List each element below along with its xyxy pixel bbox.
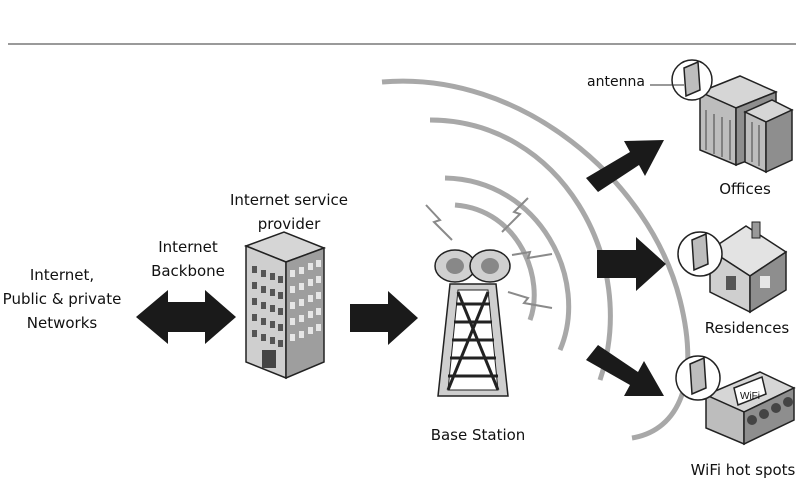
backbone-label-line2: Backbone	[151, 262, 225, 280]
wifi-hotspots-label: WiFi hot spots	[690, 461, 796, 479]
backbone-label-line1: Internet	[158, 238, 218, 256]
signal-bolts	[425, 197, 553, 309]
offices-building-icon	[650, 59, 794, 174]
internet-label-line1: Internet,	[29, 266, 95, 284]
isp-building-icon	[243, 231, 327, 380]
base-station-label: Base Station	[430, 426, 526, 444]
residence-house-icon	[677, 221, 788, 314]
residences-label: Residences	[704, 319, 790, 337]
isp-label-line2: provider	[257, 215, 321, 233]
isp-label: Internet service provider	[224, 188, 354, 236]
isp-to-station-arrow	[350, 291, 418, 345]
internet-label-line3: Networks	[26, 314, 98, 332]
internet-networks-label: Internet, Public & private Networks	[0, 263, 124, 335]
radio-waves	[381, 78, 691, 441]
base-station-tower-icon	[434, 249, 511, 397]
isp-label-line1: Internet service	[229, 191, 349, 209]
offices-label: Offices	[719, 180, 771, 198]
wifi-hotspot-shop-icon: WiFi	[675, 355, 796, 446]
backbone-double-arrow	[136, 290, 236, 344]
antenna-label: antenna	[587, 74, 645, 90]
arrow-to-residences	[597, 237, 666, 291]
arrow-to-offices	[586, 140, 664, 192]
backbone-label: Internet Backbone	[138, 235, 238, 283]
arrow-to-wifi	[586, 345, 664, 396]
internet-label-line2: Public & private	[2, 290, 122, 308]
wifi-sign-text: WiFi	[740, 391, 760, 402]
